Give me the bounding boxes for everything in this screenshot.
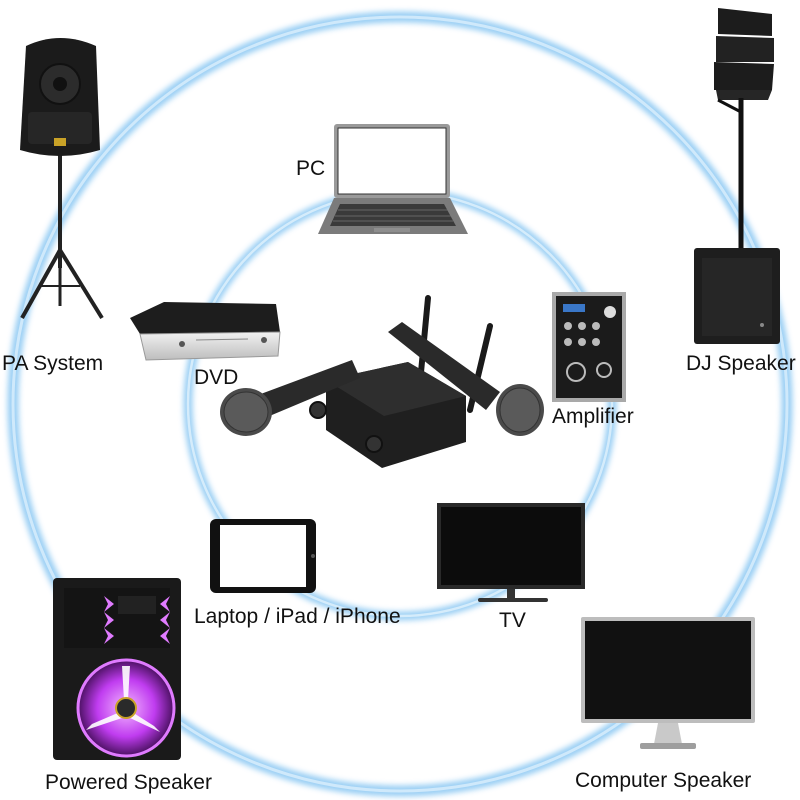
label-computer-speaker: Computer Speaker [575,769,752,792]
dvd-player-icon [130,302,281,361]
line-array-speaker-icon [694,8,780,344]
label-tv: TV [499,609,526,632]
computer-monitor-icon [581,617,755,749]
label-pa-system: PA System [2,352,104,375]
tablet-icon [210,519,316,593]
label-amplifier: Amplifier [552,405,634,428]
amplifier-icon [552,292,626,402]
label-dvd: DVD [194,366,239,389]
laptop-icon [318,124,468,234]
label-pc: PC [296,157,326,180]
wireless-microphone-receiver-icon [220,295,544,468]
outer-ring [7,11,793,797]
powered-speaker-icon [53,578,181,760]
tv-icon [437,503,585,602]
pa-speaker-on-tripod-icon [20,38,104,320]
label-laptop-ipad-iphone: Laptop / iPad / iPhone [194,605,401,628]
label-dj-speaker: DJ Speaker [686,352,796,375]
label-powered-speaker: Powered Speaker [45,771,212,794]
